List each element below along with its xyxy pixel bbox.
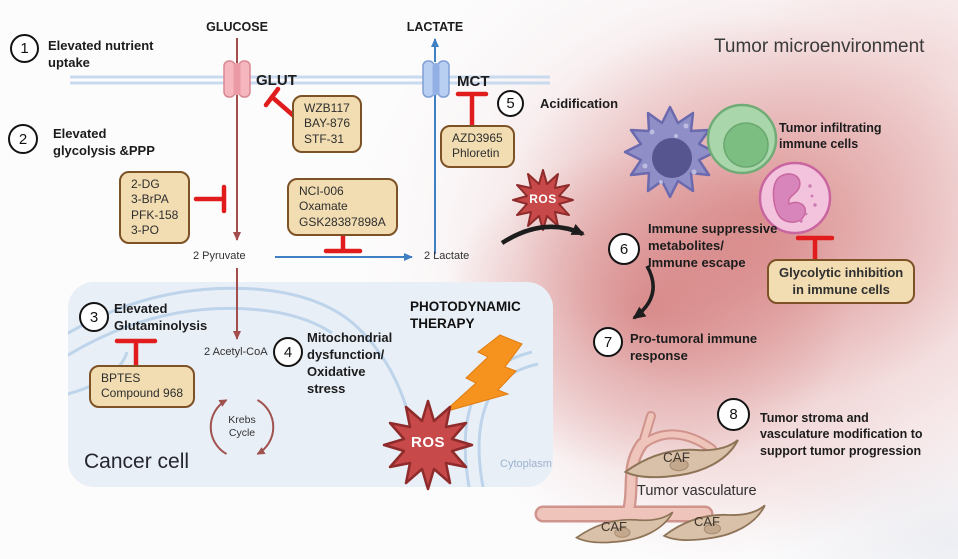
plasma-membrane [70,75,550,85]
immune-glycolysis-inhibition-box: Glycolytic inhibition in immune cells [767,259,916,305]
step-label-7: Pro-tumoral immune response [630,331,758,363]
acetyl-coa-label: 2 Acetyl-CoA [204,346,268,358]
tumor-vessel [534,411,717,523]
immune-glycolysis-inhibitor-t [795,235,835,264]
step-label-6: Immune suppressive metabolites/ Immune e… [648,221,778,270]
glut-transporter [223,60,251,98]
ldh-inhibitors-box: NCI-006 Oxamate GSK28387898A [287,178,398,237]
caf-cell-3 [662,504,766,541]
glut-inhibitor-t [263,86,298,120]
step-number: 5 [506,95,515,112]
ros-release-arrow [500,223,585,245]
mct-inhibitor-t [455,91,489,129]
step-number: 1 [20,40,29,57]
mct-label: MCT [457,73,490,90]
step-circle-4: 4 [273,337,303,367]
caf-cell-2 [575,511,674,544]
step-number: 6 [619,240,629,258]
step-circle-7: 7 [593,327,623,357]
ros-star-cell [382,399,474,491]
step-number: 2 [18,130,28,148]
step-number: 8 [729,406,738,423]
step-number: 3 [89,308,99,326]
step-circle-1: 1 [10,34,39,63]
step-label-4: Mitochondrial dysfunction/ Oxidative str… [307,330,393,396]
page-title: Tumor microenvironment [714,36,925,57]
lactate-label: LACTATE [406,20,464,34]
pyruvate-label: 2 Pyruvate [193,250,246,262]
step-label-2: Elevated glycolysis &PPP [53,126,155,158]
krebs-cycle-arrows [209,399,275,455]
lactate-out-label: 2 Lactate [424,250,470,262]
caf-cells [575,439,766,544]
mct-transporter [422,60,450,98]
lactate-flux-arrows [275,38,439,261]
step-circle-5: 5 [497,90,524,117]
neutrophil-cell [758,161,832,235]
cancer-cell-label: Cancer cell [84,450,190,473]
step6-to-step7-arrow [632,265,655,320]
photodynamic-therapy-label: PHOTODYNAMIC THERAPY [410,299,521,331]
tumor-vasculature-label: Tumor vasculature [637,483,757,499]
lightning-bolt-icon [443,334,523,413]
ros-label-released: ROS [529,192,557,206]
ros-label-cell: ROS [410,434,445,451]
step-number: 7 [603,333,613,351]
mct-inhibitors-box: AZD3965 Phloretin [440,125,515,168]
glut-inhibitors-box: WZB117 BAY-876 STF-31 [292,95,363,154]
step-label-1: Elevated nutrient uptake [48,38,154,70]
dendritic-cell [623,105,717,199]
caf-label-1: CAF [663,450,690,465]
lymphocyte-cell [706,103,778,175]
krebs-cycle-label: Krebs Cycle [228,414,256,440]
glycolysis-inhibitors-box: 2-DG 3-BrPA PFK-158 3-PO [119,171,191,245]
cytoplasm-label: Cytoplasm [500,458,552,470]
glutaminolysis-inhibitor-t [114,338,158,369]
step-label-3: Elevated Glutaminolysis [114,301,208,333]
step-circle-8: 8 [717,398,750,431]
step-number: 4 [283,343,293,361]
step-label-8: Tumor stroma and vasculature modificatio… [760,411,923,458]
glucose-label: GLUCOSE [206,20,268,34]
glutaminolysis-inhibitors-box: BPTES Compound 968 [89,365,196,408]
step-circle-2: 2 [8,124,38,154]
step-circle-3: 3 [79,302,109,332]
caf-label-2: CAF [601,519,627,534]
step-label-5: Acidification [540,96,619,111]
step-circle-6: 6 [608,233,640,265]
caf-label-3: CAF [694,514,720,529]
caf-cell-1 [623,439,739,479]
glut-label: GLUT [256,72,297,89]
tumor-infiltrating-label: Tumor infiltrating immune cells [779,121,882,152]
glycolysis-inhibitor-t [193,184,227,214]
